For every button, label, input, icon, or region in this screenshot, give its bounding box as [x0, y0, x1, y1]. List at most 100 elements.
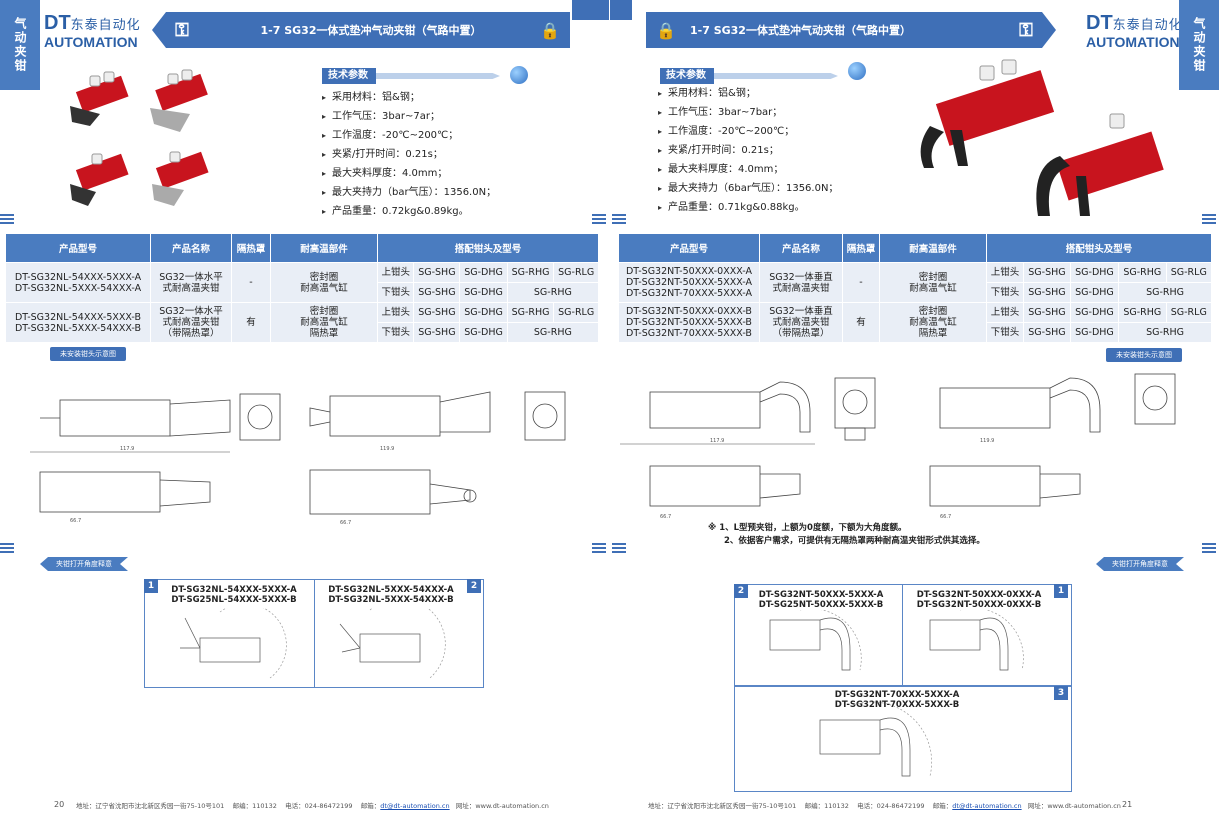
left-page: 气动夹钳 DT东泰自动化 AUTOMATION ⚿ 1-7 SG32一体式垫冲气…: [0, 0, 609, 817]
parts-cell: 密封圈耐高温气缸隔热罩: [270, 302, 378, 343]
menu-icon[interactable]: [592, 214, 606, 224]
spec-item: 最大夹料厚度：4.0mm；: [658, 160, 838, 179]
angle-drawing-3: [819, 701, 932, 777]
side-tab[interactable]: 气动夹钳: [0, 0, 40, 90]
svg-text:117.9: 117.9: [120, 446, 134, 452]
svg-text:117.9: 117.9: [710, 438, 724, 444]
menu-icon[interactable]: [612, 543, 626, 553]
angle-drawings: [769, 610, 1024, 777]
tip-cell: SG-RHG: [506, 282, 600, 303]
section-banner: ⚿ 1-7 SG32一体式垫冲气动夹钳（气路中置） 🔒: [152, 12, 570, 48]
clamp-photo-vertical-2: [1036, 113, 1164, 216]
drawing-side-1: [620, 381, 815, 445]
drawing-front-2: [1134, 373, 1176, 425]
tip-label: 上钳头: [376, 302, 415, 323]
angle-drawing-2: [769, 610, 862, 671]
spec-heading-bar: [376, 73, 500, 79]
angle-drawing-1: [180, 608, 287, 679]
name-cell: SG32一体水平式耐高温夹钳（带隔热罩）: [150, 302, 232, 343]
tip-cell: SG-RHG: [506, 302, 555, 323]
name-cell: SG32一体垂直式耐高温夹钳（带隔热罩）: [759, 302, 843, 343]
product-photo-group: [920, 59, 1164, 216]
spec-list: 采用材料：铝&钢； 工作气压：3bar~7ar； 工作温度：-20℃~200℃；…: [322, 88, 496, 221]
spec-item: 夹紧/打开时间：0.21s；: [658, 141, 838, 160]
name-cell: SG32一体垂直式耐高温夹钳: [759, 262, 843, 303]
svg-text:66.7: 66.7: [70, 518, 81, 524]
angle-diagram-tag: 夹钳打开角度释意: [40, 557, 128, 571]
globe-icon: [510, 66, 528, 84]
shield-cell: -: [842, 262, 880, 303]
menu-icon[interactable]: [592, 543, 606, 553]
clamp-photo-3: [70, 153, 129, 206]
table-row: 下钳头 SG-SHG SG-DHG SG-RHG: [619, 322, 1212, 343]
email-link[interactable]: dt@dt-automation.cn: [952, 802, 1022, 810]
table-row: 下钳头 SG-SHG SG-DHG SG-RHG: [619, 282, 1212, 303]
tip-cell: SG-RLG: [1165, 262, 1213, 283]
spec-list: 采用材料：铝&钢； 工作气压：3bar~7bar； 工作温度：-20℃~200℃…: [658, 84, 838, 217]
tip-cell: SG-RLG: [553, 262, 599, 283]
right-page: 🔒 1-7 SG32一体式垫冲气动夹钳（气路中置） ⚿ DT东泰自动化 AUTO…: [610, 0, 1219, 817]
spec-item: 工作温度：-20℃~200℃；: [658, 122, 838, 141]
website-link[interactable]: 网址：www.dt-automation.cn: [1027, 802, 1121, 810]
page-number: 21: [1122, 800, 1133, 809]
menu-icon[interactable]: [0, 543, 14, 553]
angle-diagram-tag: 夹钳打开角度释意: [1096, 557, 1184, 571]
svg-text:119.9: 119.9: [380, 446, 394, 452]
angle-box-group: [144, 579, 484, 688]
menu-icon[interactable]: [0, 214, 14, 224]
spec-item: 采用材料：铝&钢；: [658, 84, 838, 103]
svg-text:66.7: 66.7: [660, 514, 671, 520]
angle-drawing-2: [339, 608, 446, 679]
clamp-photo-2: [150, 69, 208, 132]
tip-cell: SG-DHG: [459, 262, 508, 283]
drawing-front-1: [834, 377, 876, 441]
spec-heading: 技术参数: [660, 68, 714, 84]
tip-cell: SG-SHG: [1023, 282, 1071, 303]
menu-icon[interactable]: [1202, 543, 1216, 553]
spec-item: 采用材料：铝&钢；: [322, 88, 496, 107]
col-header: 搭配钳头及型号: [986, 233, 1212, 263]
col-header: 产品型号: [5, 233, 151, 263]
drawing-side-1: [30, 399, 231, 453]
side-tab[interactable]: 气动夹钳: [1179, 0, 1219, 90]
tip-cell: SG-SHG: [1023, 262, 1071, 283]
corner-block: [610, 0, 632, 20]
table-header-row: 产品型号 产品名称 隔热罩 耐高温部件 搭配钳头及型号: [618, 233, 1212, 263]
drawing-side-2: [309, 391, 491, 437]
box-number: 2: [734, 584, 748, 598]
email-link[interactable]: dt@dt-automation.cn: [380, 802, 450, 810]
col-header: 隔热罩: [842, 233, 880, 263]
spec-item: 工作温度：-20℃~200℃；: [322, 126, 496, 145]
product-table: 产品型号 产品名称 隔热罩 耐高温部件 搭配钳头及型号 DT-SG32NT-50…: [618, 233, 1213, 343]
menu-icon[interactable]: [1202, 214, 1216, 224]
tip-cell: SG-DHG: [1069, 262, 1120, 283]
globe-icon: [848, 62, 866, 80]
tip-cell: SG-DHG: [1069, 322, 1120, 343]
col-header: 隔热罩: [231, 233, 271, 263]
clamp-photo-vertical-1: [920, 59, 1055, 168]
key-icon: ⚿: [175, 19, 189, 41]
website-link[interactable]: 网址：www.dt-automation.cn: [455, 802, 549, 810]
spec-item: 工作气压：3bar~7ar；: [322, 107, 496, 126]
spec-item: 最大夹料厚度：4.0mm；: [322, 164, 496, 183]
tip-label: 下钳头: [376, 282, 415, 303]
tip-cell: SG-RHG: [506, 262, 555, 283]
shield-cell: 有: [231, 302, 271, 343]
tip-cell: SG-RHG: [1118, 302, 1167, 323]
drawing-top-2: [309, 469, 477, 515]
shield-cell: 有: [842, 302, 880, 343]
tip-cell: SG-RHG: [1118, 282, 1212, 303]
spec-item: 工作气压：3bar~7bar；: [658, 103, 838, 122]
table-row: 下钳头 SG-SHG SG-DHG SG-RHG: [6, 322, 600, 343]
menu-icon[interactable]: [612, 214, 626, 224]
tip-cell: SG-SHG: [413, 302, 461, 323]
tip-cell: SG-DHG: [459, 322, 508, 343]
